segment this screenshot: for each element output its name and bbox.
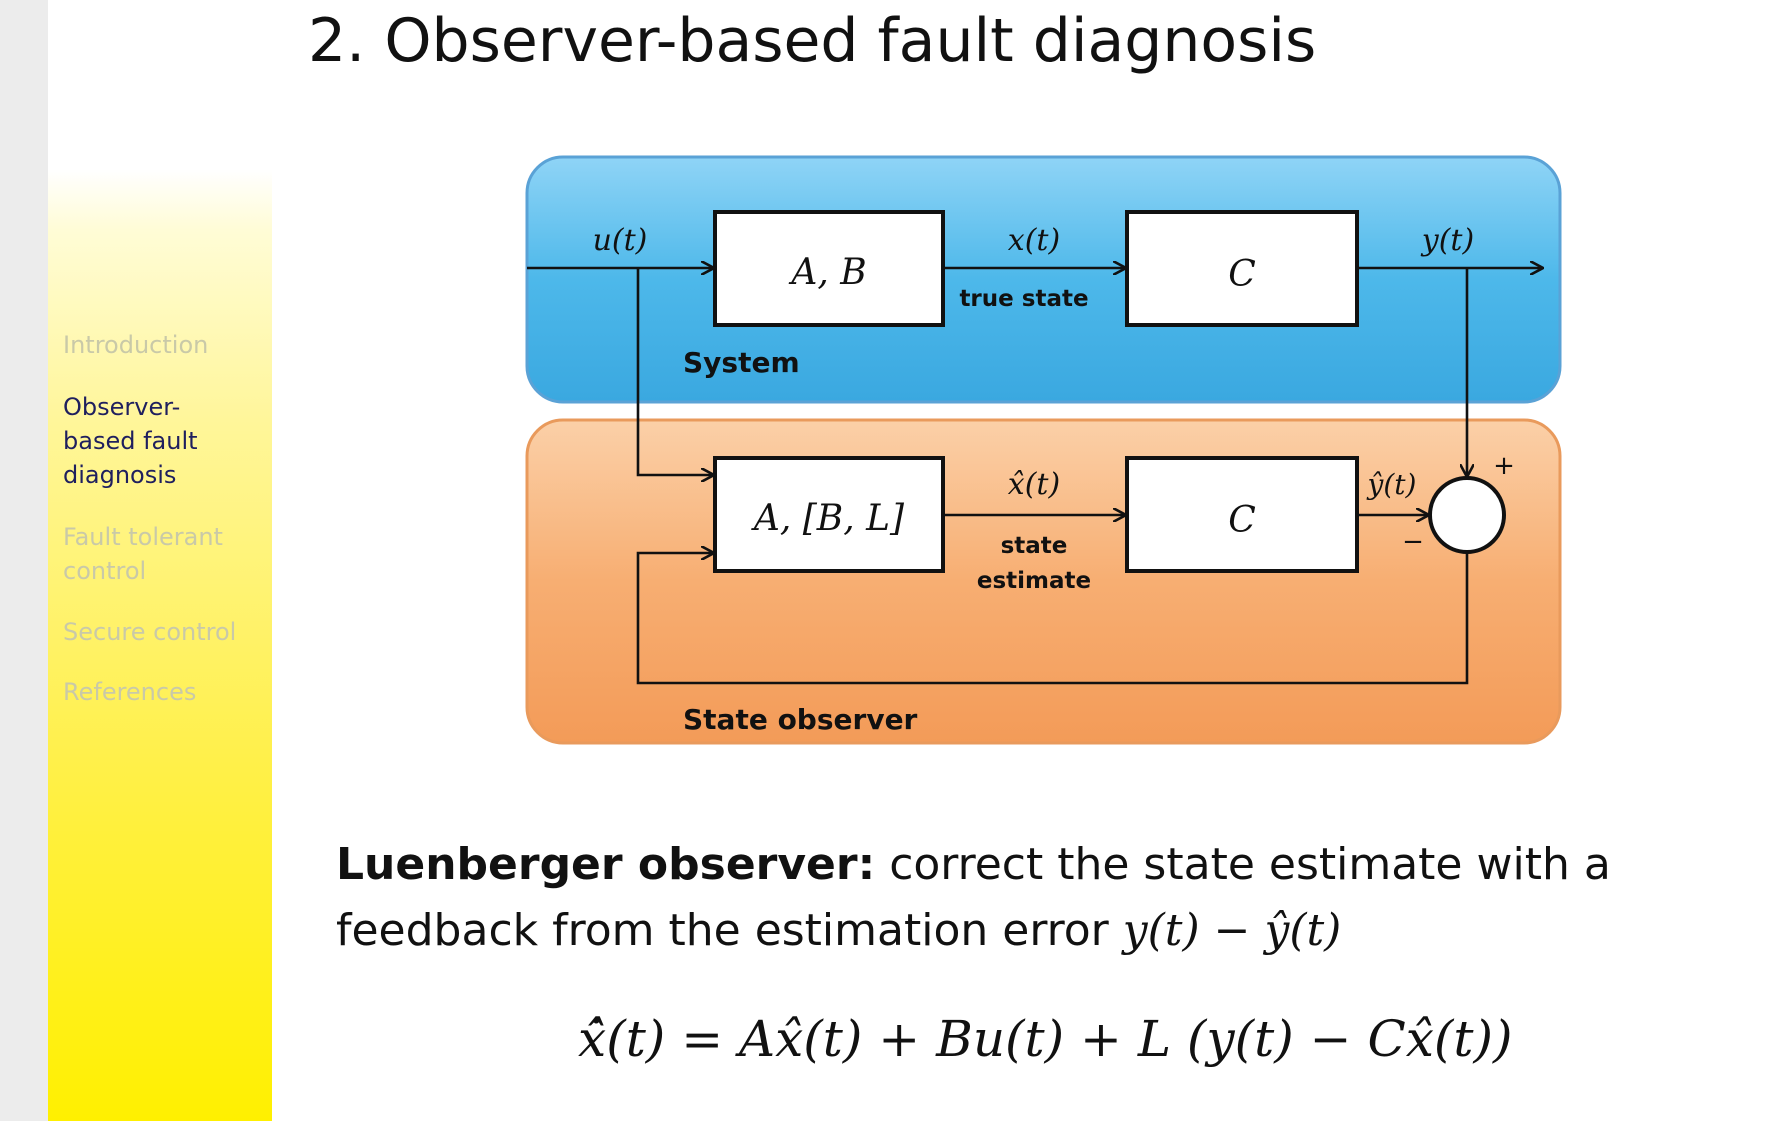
estimate-caption-line1: state [1001, 533, 1068, 559]
state-caption: true state [959, 286, 1088, 312]
observer-block-abl [713, 456, 945, 573]
input-branch-line [636, 268, 713, 475]
description-part-2: feedback from the estimation error [336, 905, 1123, 956]
system-container [525, 155, 1562, 404]
description-line-1: Luenberger observer: correct the state e… [336, 832, 1636, 898]
sidebar-item-label: Fault tolerant [63, 523, 223, 551]
sidebar-item-label: Secure control [63, 618, 237, 646]
left-margin-strip [0, 0, 48, 1121]
estimate-signal-label: x̂(t) [1008, 467, 1060, 502]
sidebar-item-introduction[interactable]: Introduction [63, 328, 263, 362]
estimate-caption-line2: estimate [977, 568, 1091, 594]
summing-junction [1428, 476, 1506, 554]
observer-block-c [1125, 456, 1359, 573]
feedback-line [636, 552, 1469, 685]
observer-equation: x̂̇(t) = Ax̂(t) + Bu(t) + L (y(t) − Cx̂(… [578, 1010, 1513, 1068]
system-label: System [683, 346, 800, 379]
observer-label: State observer [683, 703, 918, 736]
input-signal-label: u(t) [593, 223, 648, 258]
sidebar-item-label: References [63, 678, 197, 706]
sidebar-item-label: control [63, 557, 147, 585]
page-title: 2. Observer-based fault diagnosis [308, 6, 1317, 76]
error-expression: y(t) − ŷ(t) [1122, 905, 1342, 956]
sidebar [48, 0, 272, 1121]
bold-lead: Luenberger observer: [336, 839, 876, 890]
system-block-ab-label: A, B [788, 252, 866, 293]
system-block-c-label: C [1228, 254, 1256, 295]
luenberger-description: Luenberger observer: correct the state e… [336, 832, 1636, 964]
sidebar-item-label: diagnosis [63, 461, 177, 489]
sidebar-item-fault-tolerant-control[interactable]: Fault tolerant control [63, 520, 263, 588]
plus-sign: + [1493, 451, 1515, 481]
sidebar-item-observer-based-fault-diagnosis[interactable]: Observer- based fault diagnosis [63, 390, 263, 492]
description-part-1: correct the state estimate with a [875, 839, 1611, 890]
minus-sign: − [1402, 527, 1424, 557]
observer-block-c-label: C [1228, 500, 1256, 541]
observer-block-abl-label: A, [B, L] [751, 498, 905, 539]
sidebar-item-label: Observer- [63, 393, 181, 421]
state-signal-label: x(t) [1008, 223, 1060, 258]
sidebar-item-label: Introduction [63, 331, 209, 359]
system-block-ab [713, 210, 945, 327]
sidebar-item-secure-control[interactable]: Secure control [63, 615, 263, 649]
estimated-output-label: ŷ(t) [1366, 468, 1417, 501]
sidebar-item-references[interactable]: References [63, 675, 263, 709]
description-line-2: feedback from the estimation error y(t) … [336, 898, 1636, 964]
sidebar-item-label: based fault [63, 427, 198, 455]
output-signal-label: y(t) [1420, 223, 1474, 258]
